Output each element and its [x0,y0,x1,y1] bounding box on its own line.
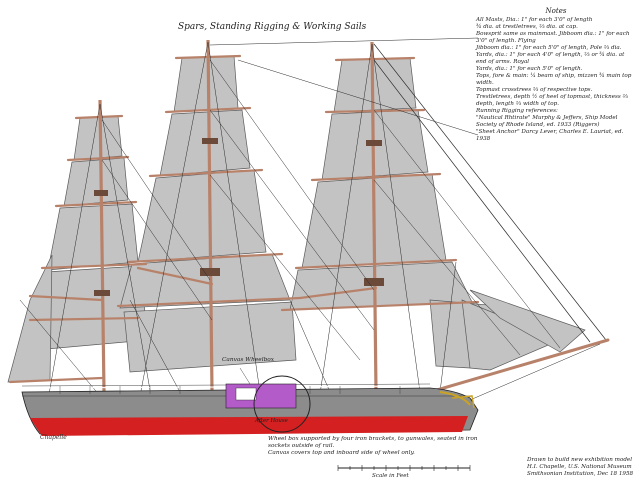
notes-block: Notes All Masts, Dia.: 1" for each 3'0" … [476,8,636,143]
signature: Chapelle [40,434,67,441]
scale-bar [337,465,471,471]
drawing-title: Spars, Standing Rigging & Working Sails [178,22,367,32]
standing-rigging [19,37,607,401]
masts [98,39,378,393]
spanker [7,254,53,383]
yards [8,54,480,384]
hull [21,383,479,436]
note-line: Bowsprit same as mainmast. Jibboom dia.:… [476,31,630,44]
main-mast [206,39,214,393]
notes-heading: Notes [545,7,567,15]
mizzen-sails [7,115,149,383]
mizzen-topgallant [63,157,129,207]
mizzen-royal [73,115,123,161]
after-house-label: After House [255,418,288,424]
mizzen-topsail [47,203,139,271]
wheel-box-note: Wheel box supported by four iron bracket… [268,436,478,456]
note-line: Topmast crosstrees ⅔ of respective tops. [476,87,593,93]
bowsprit [428,338,610,401]
mizzen-mast [98,99,106,393]
note-line: "Sheet Anchor" Darcy Lever, Charles E. L… [476,129,624,142]
main-royal [173,55,239,113]
fore-sails [289,57,586,371]
spanker-boom [8,376,104,384]
note-line: Jibboom dia.: 1" for each 5'0" of length… [476,45,622,51]
outer-jib [469,289,586,353]
detail-circle [253,375,311,433]
main-topsail [137,169,267,263]
canvas-wheelbox [225,367,297,409]
note-line: Running Rigging references: "Nautical Rh… [476,108,618,128]
note-line: Trestletrees, depth ½ of heel of topmast… [476,94,628,107]
drawn-by-note: Drawn to build new exhibition model H.I.… [527,457,634,477]
note-line: All Masts, Dia.: 1" for each 3'0" of len… [476,17,593,30]
note-line: Yards, dia.: 1" for each 4'0" of length,… [476,52,625,65]
fore-mast [370,41,378,393]
note-line: Yards, dia.: 1" for each 5'0" of length. [476,66,583,72]
canvas-wheelbox-label: Canvas Wheelbox [222,357,275,363]
scale-label: Scale in Feet [372,473,409,479]
note-line: Tops, fore & main: ¼ beam of ship, mizze… [476,73,632,86]
mast-tops [94,138,384,296]
